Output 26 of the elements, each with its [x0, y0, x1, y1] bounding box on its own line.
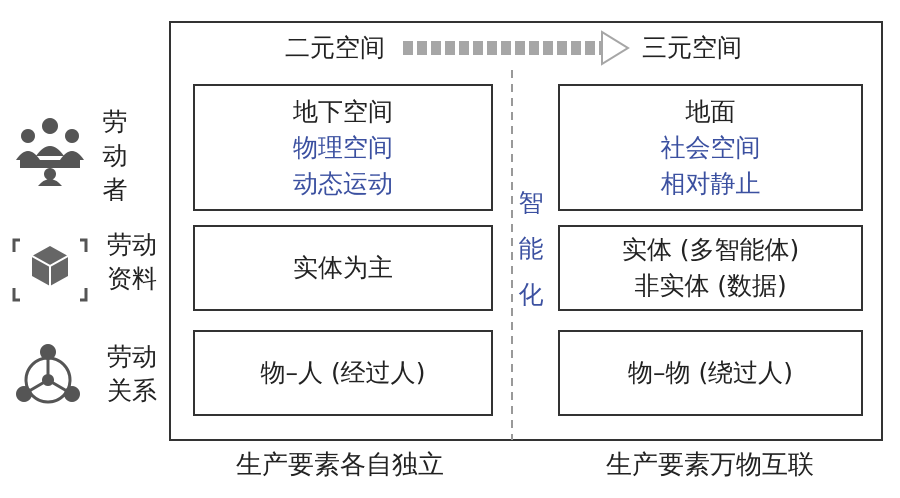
box-text: 物–人 (经过人) — [260, 357, 426, 389]
text-box — [193, 225, 493, 311]
heading: 三元空间 — [642, 32, 742, 64]
vertical-label: 智能化 — [518, 187, 544, 311]
footer-label: 生产要素万物互联 — [605, 449, 815, 482]
box-text: 地面 — [686, 96, 736, 128]
row-label: 劳动者 — [102, 106, 128, 206]
box-text: 非实体 (数据) — [634, 270, 787, 302]
box-text: 实体为主 — [293, 252, 393, 284]
box-text: 物理空间 — [293, 132, 393, 164]
row-label: 劳动关系 — [106, 341, 158, 407]
text-box — [193, 84, 493, 211]
box-text: 物–物 (绕过人) — [628, 357, 793, 389]
footer-label: 生产要素各自独立 — [235, 449, 445, 482]
text-box — [193, 330, 493, 416]
row-label: 劳动资料 — [106, 229, 158, 295]
box-text: 地下空间 — [293, 96, 393, 128]
heading: 二元空间 — [285, 32, 385, 64]
text-box — [558, 330, 863, 416]
text-box — [558, 225, 863, 311]
arrow — [403, 30, 630, 66]
box-text: 实体 (多智能体) — [622, 234, 800, 266]
text-box — [558, 84, 863, 211]
box-text: 社会空间 — [660, 132, 760, 164]
box-text: 动态运动 — [293, 168, 393, 200]
box-text: 相对静止 — [660, 168, 760, 200]
